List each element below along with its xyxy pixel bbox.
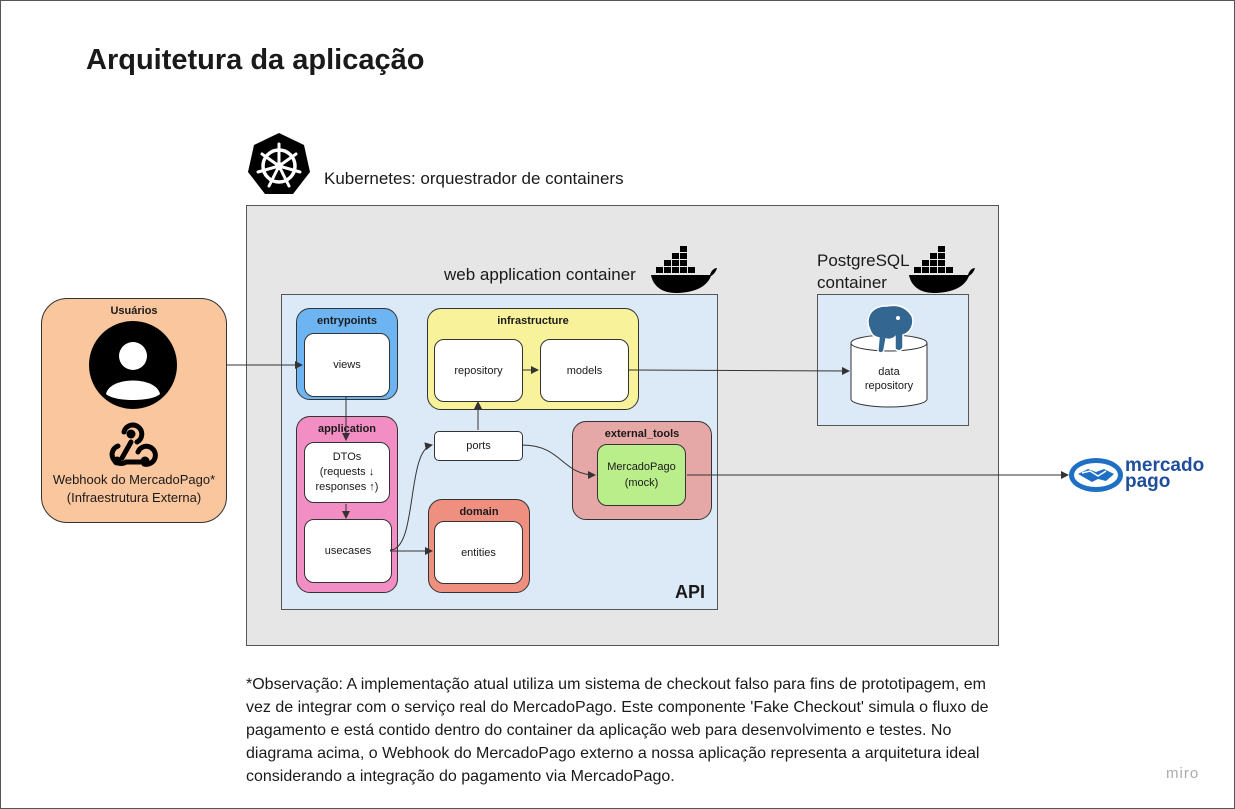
- database-icon: [850, 334, 928, 408]
- web-container-label: web application container: [444, 265, 636, 284]
- models-to-database-arrow: [627, 366, 850, 375]
- views-box: views: [304, 333, 390, 397]
- external-tools-title: external_tools: [604, 428, 680, 440]
- usecases-to-ports-arrow: [389, 442, 433, 551]
- data-repository-label-1: data: [878, 366, 900, 378]
- entrypoints-title: entrypoints: [317, 315, 377, 327]
- models-box: models: [540, 339, 629, 402]
- api-label: API: [675, 582, 706, 602]
- infrastructure-title: infrastructure: [497, 315, 569, 327]
- webhook-icon: [109, 422, 158, 467]
- docker-icon: [909, 246, 975, 293]
- user-avatar-icon: [89, 321, 177, 409]
- webhook-caption: Webhook do MercadoPago* (Infraestrutura …: [52, 472, 216, 505]
- miro-watermark: miro: [1166, 765, 1200, 782]
- postgres-container-label: PostgreSQL container: [817, 251, 910, 292]
- application-title: application: [317, 423, 377, 435]
- usecases-box: usecases: [304, 519, 392, 583]
- users-title: Usuários: [110, 305, 158, 317]
- kubernetes-icon: [248, 133, 310, 194]
- mercadopago-logo-text: mercado pago: [1125, 455, 1205, 492]
- ports-box: ports: [434, 431, 523, 461]
- mercadopago-mock-box: MercadoPago (mock): [597, 444, 686, 506]
- entities-box: entities: [434, 521, 523, 584]
- data-repository-label-2: repository: [865, 380, 914, 392]
- page-title: Arquitetura da aplicação: [86, 44, 425, 76]
- observation-note: *Observação: A implementação atual utili…: [246, 676, 989, 785]
- postgresql-icon: [867, 304, 914, 354]
- kubernetes-label: Kubernetes: orquestrador de containers: [324, 169, 624, 188]
- ports-to-mock-arrow: [521, 444, 596, 479]
- mercadopago-logo-icon: [1069, 458, 1123, 492]
- domain-title: domain: [459, 506, 499, 518]
- docker-icon: [651, 246, 717, 293]
- dtos-box: DTOs (requests ↓ responses ↑): [304, 442, 390, 503]
